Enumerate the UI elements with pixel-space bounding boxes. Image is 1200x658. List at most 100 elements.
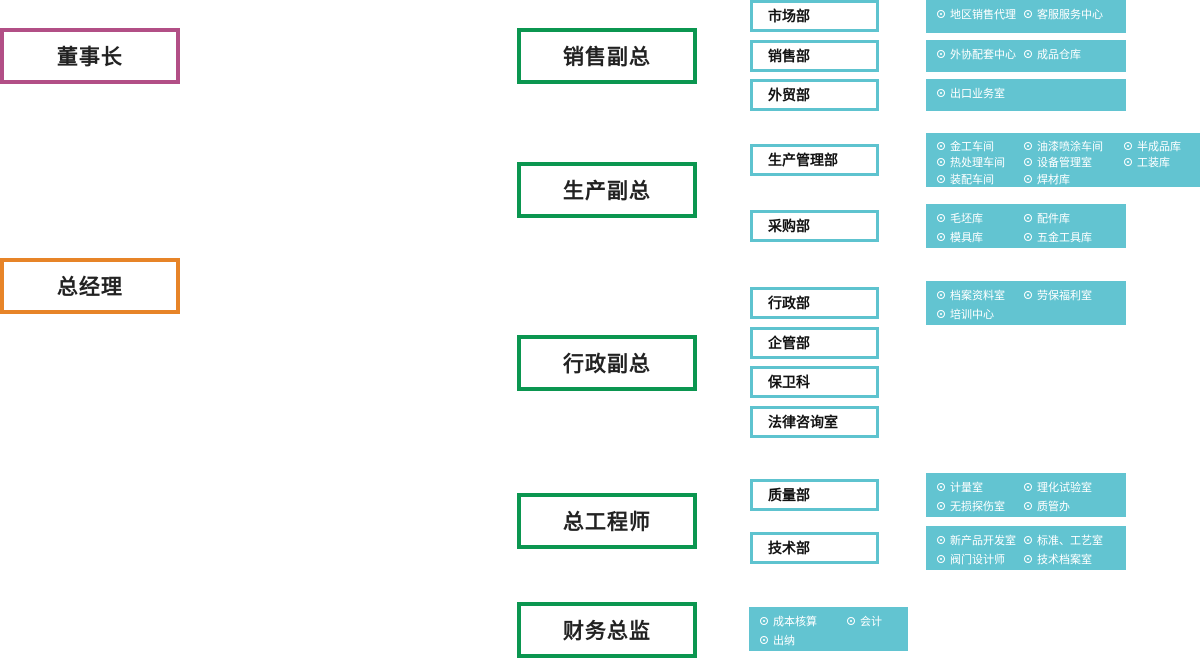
sub-item-label: 毛坯库 bbox=[950, 211, 983, 225]
dept-production-management: 生产管理部 bbox=[750, 144, 879, 176]
circle-bullet-icon bbox=[1024, 290, 1032, 299]
dept-label: 外贸部 bbox=[768, 88, 810, 104]
sub-item: 设备管理室 bbox=[1024, 155, 1124, 170]
sub-item-label: 金工车间 bbox=[950, 139, 994, 153]
sub-panel-quality: 计量室 理化试验室 无损探伤室 质管办 bbox=[926, 473, 1126, 517]
circle-bullet-icon bbox=[937, 535, 945, 544]
sub-item: 会计 bbox=[847, 613, 907, 628]
sub-item: 培训中心 bbox=[937, 307, 1024, 322]
sub-item: 模具库 bbox=[937, 230, 1024, 245]
dept-sales: 销售部 bbox=[750, 40, 879, 72]
circle-bullet-icon bbox=[937, 555, 945, 563]
circle-bullet-icon bbox=[937, 310, 945, 318]
circle-bullet-icon bbox=[937, 213, 945, 222]
circle-bullet-icon bbox=[937, 158, 945, 167]
sub-item-label: 劳保福利室 bbox=[1037, 288, 1092, 302]
sub-panel-technology: 新产品开发室 标准、工艺室 阀门设计师 技术档案室 bbox=[926, 526, 1126, 570]
sub-item: 计量室 bbox=[937, 479, 1024, 494]
sub-item-label: 成本核算 bbox=[773, 614, 817, 628]
circle-bullet-icon bbox=[1024, 502, 1032, 510]
circle-bullet-icon bbox=[1024, 535, 1032, 544]
vp-production-label: 生产副总 bbox=[563, 179, 651, 203]
sub-item-label: 模具库 bbox=[950, 231, 983, 244]
general-manager-label: 总经理 bbox=[57, 275, 123, 299]
sub-item-label: 热处理车间 bbox=[950, 156, 1005, 170]
circle-bullet-icon bbox=[760, 636, 768, 644]
sub-item-label: 质管办 bbox=[1037, 500, 1070, 513]
dept-legal-consulting: 法律咨询室 bbox=[750, 406, 879, 438]
sub-item-label: 理化试验室 bbox=[1037, 480, 1092, 494]
cfo-box: 财务总监 bbox=[517, 602, 697, 658]
sub-panel-purchasing: 毛坯库 配件库 模具库 五金工具库 bbox=[926, 204, 1126, 248]
sub-item-label: 新产品开发室 bbox=[950, 533, 1016, 547]
dept-label: 质量部 bbox=[768, 488, 810, 504]
vp-production-box: 生产副总 bbox=[517, 162, 697, 218]
sub-panel-foreign-trade: 出口业务室 bbox=[926, 79, 1126, 111]
chief-engineer-box: 总工程师 bbox=[517, 493, 697, 549]
sub-item-label: 标准、工艺室 bbox=[1037, 533, 1103, 547]
sub-item: 出纳 bbox=[760, 633, 847, 648]
circle-bullet-icon bbox=[937, 174, 945, 183]
dept-label: 行政部 bbox=[768, 296, 810, 312]
chief-engineer-label: 总工程师 bbox=[563, 510, 651, 534]
circle-bullet-icon bbox=[1124, 158, 1132, 167]
sub-item-label: 油漆喷涂车间 bbox=[1037, 139, 1103, 153]
dept-label: 保卫科 bbox=[768, 375, 810, 391]
vp-admin-box: 行政副总 bbox=[517, 335, 697, 391]
sub-item: 成本核算 bbox=[760, 613, 847, 628]
sub-item: 档案资料室 bbox=[937, 287, 1024, 302]
chairman-box: 董事长 bbox=[0, 28, 180, 84]
dept-quality: 质量部 bbox=[750, 479, 879, 511]
sub-item-label: 技术档案室 bbox=[1037, 553, 1092, 566]
sub-item-label: 成品仓库 bbox=[1037, 47, 1081, 61]
sub-item-label: 五金工具库 bbox=[1037, 231, 1092, 244]
vp-sales-box: 销售副总 bbox=[517, 28, 697, 84]
sub-item-label: 地区销售代理 bbox=[950, 7, 1016, 21]
dept-market: 市场部 bbox=[750, 0, 879, 32]
sub-item: 质管办 bbox=[1024, 499, 1124, 514]
circle-bullet-icon bbox=[847, 616, 855, 625]
sub-panel-finance: 成本核算 会计 出纳 bbox=[749, 607, 908, 651]
vp-sales-label: 销售副总 bbox=[563, 45, 651, 69]
circle-bullet-icon bbox=[937, 141, 945, 150]
circle-bullet-icon bbox=[937, 88, 945, 97]
sub-item: 标准、工艺室 bbox=[1024, 532, 1124, 547]
sub-item-label: 计量室 bbox=[950, 480, 983, 494]
dept-label: 市场部 bbox=[768, 9, 810, 25]
sub-item: 外协配套中心 bbox=[937, 46, 1024, 61]
circle-bullet-icon bbox=[760, 616, 768, 625]
sub-item: 热处理车间 bbox=[937, 155, 1024, 170]
sub-item: 理化试验室 bbox=[1024, 479, 1124, 494]
sub-item: 劳保福利室 bbox=[1024, 287, 1124, 302]
dept-foreign-trade: 外贸部 bbox=[750, 79, 879, 111]
circle-bullet-icon bbox=[937, 290, 945, 299]
sub-item-label: 装配车间 bbox=[950, 172, 994, 186]
sub-item: 地区销售代理 bbox=[937, 6, 1024, 21]
circle-bullet-icon bbox=[1024, 9, 1032, 18]
sub-panel-production-management: 金工车间 油漆喷涂车间 半成品库 热处理车间 设备管理室 工装库 装配车间 焊材… bbox=[926, 133, 1200, 187]
dept-label: 销售部 bbox=[768, 49, 810, 65]
sub-item: 配件库 bbox=[1024, 210, 1124, 225]
circle-bullet-icon bbox=[1024, 482, 1032, 491]
dept-security: 保卫科 bbox=[750, 366, 879, 398]
sub-item: 阀门设计师 bbox=[937, 552, 1024, 567]
circle-bullet-icon bbox=[937, 482, 945, 491]
sub-item-label: 出口业务室 bbox=[950, 86, 1005, 100]
dept-purchasing: 采购部 bbox=[750, 210, 879, 242]
sub-item: 出口业务室 bbox=[937, 85, 1124, 100]
dept-technology: 技术部 bbox=[750, 532, 879, 564]
dept-label: 技术部 bbox=[768, 541, 810, 557]
sub-item-label: 档案资料室 bbox=[950, 288, 1005, 302]
sub-item: 新产品开发室 bbox=[937, 532, 1024, 547]
sub-item-label: 半成品库 bbox=[1137, 139, 1181, 153]
dept-label: 法律咨询室 bbox=[768, 415, 838, 431]
circle-bullet-icon bbox=[1024, 141, 1032, 150]
general-manager-box: 总经理 bbox=[0, 258, 180, 314]
dept-enterprise-management: 企管部 bbox=[750, 327, 879, 359]
circle-bullet-icon bbox=[1024, 158, 1032, 167]
sub-item: 工装库 bbox=[1124, 155, 1200, 170]
sub-panel-administration: 档案资料室 劳保福利室 培训中心 bbox=[926, 281, 1126, 325]
sub-item-label: 设备管理室 bbox=[1037, 156, 1092, 170]
sub-item: 油漆喷涂车间 bbox=[1024, 138, 1124, 153]
circle-bullet-icon bbox=[1024, 49, 1032, 58]
